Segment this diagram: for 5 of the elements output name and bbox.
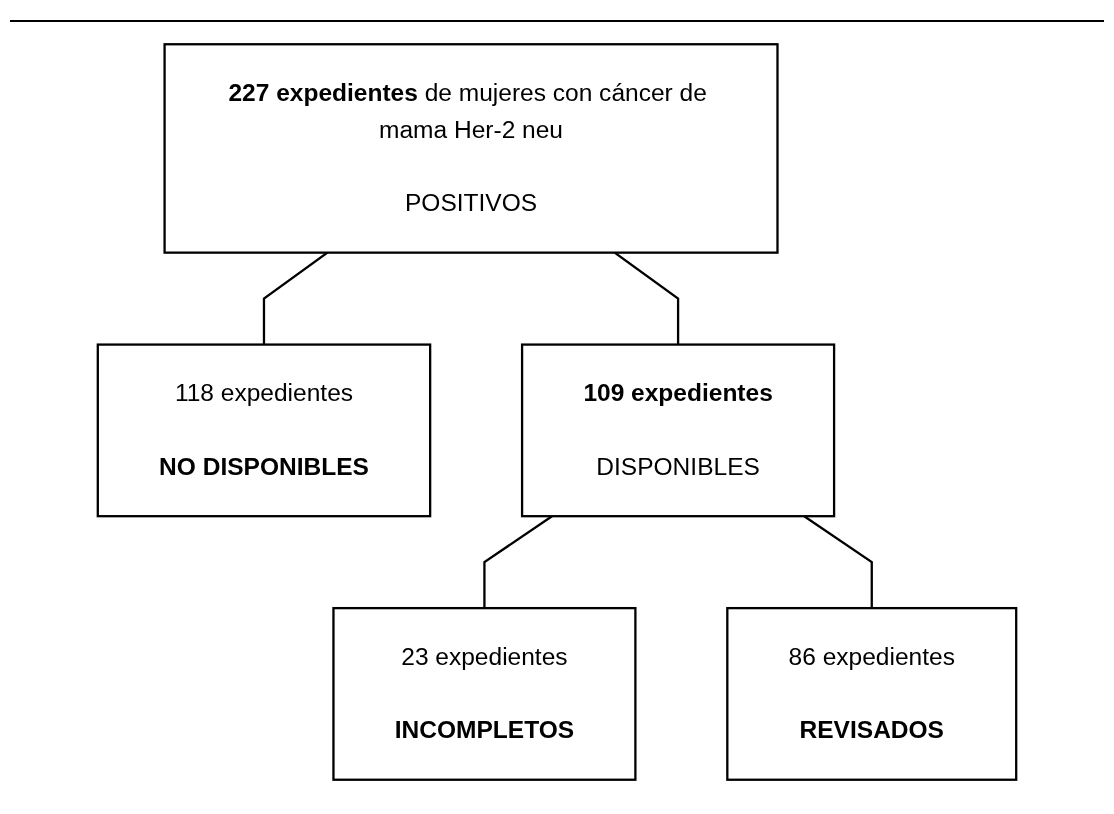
node-box: 86 expedientes REVISADOS	[726, 607, 1018, 781]
node-box: 118 expedientes NO DISPONIBLES	[96, 343, 432, 518]
node-box: 109 expedientes DISPONIBLES	[520, 343, 836, 518]
node-box: 227 expedientes de mujeres con cáncer de mama Her-2 neu POSITIVOS	[163, 43, 779, 254]
node-box: 23 expedientes INCOMPLETOS	[332, 607, 637, 781]
